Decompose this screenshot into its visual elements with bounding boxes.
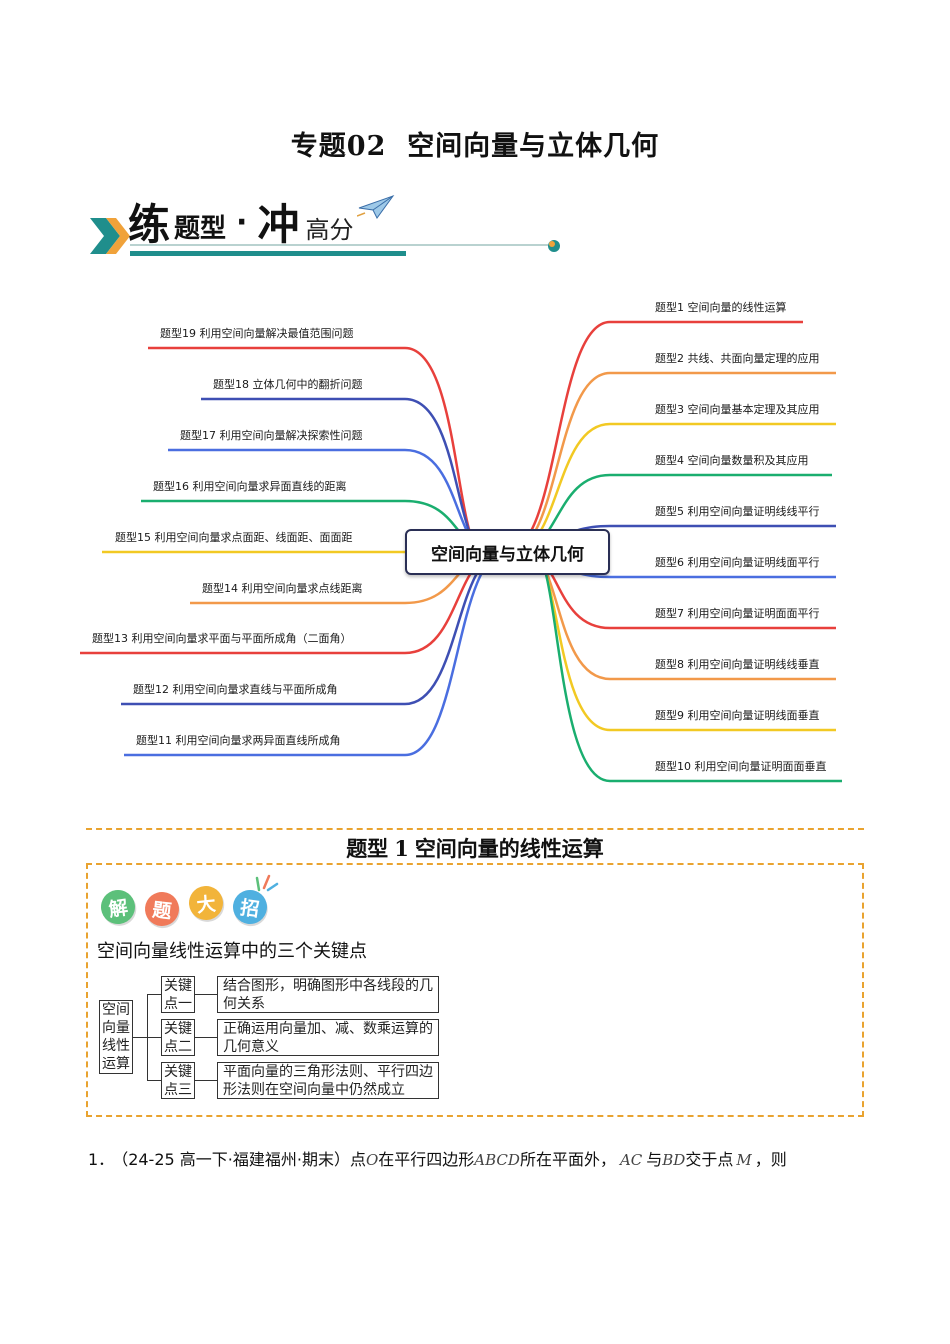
math-M: M	[736, 1151, 752, 1169]
mindmap-right-item: 题型9 利用空间向量证明线面垂直	[655, 709, 820, 722]
title-prefix: 专题	[290, 131, 347, 162]
banner-char2: 冲	[257, 200, 300, 249]
diagram-root: 空间向量线性运算	[99, 1000, 133, 1074]
mindmap-branches	[80, 320, 842, 783]
diagram-key-text: 正确运用向量加、减、数乘运算的几何意义	[217, 1019, 439, 1056]
diagram-key-text: 结合图形，明确图形中各线段的几何关系	[217, 976, 439, 1013]
diagram-connector	[147, 994, 161, 995]
diagram-connector	[147, 1037, 161, 1038]
paper-plane-icon	[357, 194, 395, 219]
section-text: 空间向量的线性运算	[414, 837, 604, 861]
mindmap-center: 空间向量与立体几何	[405, 529, 610, 575]
tips-heading: 空间向量线性运算中的三个关键点	[97, 941, 367, 962]
banner-graphic	[90, 218, 560, 256]
question-text: 与	[646, 1150, 663, 1169]
banner-dot: ·	[236, 205, 248, 240]
mindmap-right-item: 题型4 空间向量数量积及其应用	[655, 454, 809, 467]
question-text: 在平行四边形	[378, 1150, 475, 1169]
question-source: （24-25 高一下·福建福州·期末）	[120, 1150, 350, 1169]
mindmap-right-item: 题型10 利用空间向量证明面面垂直	[655, 760, 827, 773]
mindmap-left-item: 题型16 利用空间向量求异面直线的距离	[153, 480, 347, 493]
page-title: 专题02 空间向量与立体几何	[0, 124, 950, 163]
mindmap-right-item: 题型5 利用空间向量证明线线平行	[655, 505, 820, 518]
mindmap-right-item: 题型1 空间向量的线性运算	[655, 301, 787, 314]
diagram-connector	[195, 1037, 217, 1038]
mindmap-left-item: 题型15 利用空间向量求点面距、线面距、面面距	[115, 531, 353, 544]
banner-word1: 题型	[174, 214, 227, 244]
mindmap-left-item: 题型14 利用空间向量求点线距离	[202, 582, 363, 595]
mindmap-left-item: 题型12 利用空间向量求直线与平面所成角	[133, 683, 338, 696]
diagram-key-text: 平面向量的三角形法则、平行四边形法则在空间向量中仍然成立	[217, 1062, 439, 1099]
tips-box	[86, 863, 864, 1117]
mindmap-right-item: 题型6 利用空间向量证明线面平行	[655, 556, 820, 569]
mindmap-right-item: 题型3 空间向量基本定理及其应用	[655, 403, 820, 416]
banner: 练 题型 · 冲 高分	[128, 186, 395, 246]
title-text: 空间向量与立体几何	[407, 131, 660, 162]
mindmap-left-item: 题型11 利用空间向量求两异面直线所成角	[136, 734, 341, 747]
question-text: 交于点	[685, 1150, 734, 1169]
mindmap-right-item: 题型8 利用空间向量证明线线垂直	[655, 658, 820, 671]
diagram-connector	[195, 1080, 217, 1081]
question-number: 1．	[88, 1150, 115, 1169]
diagram-key-label: 关键点三	[161, 1062, 195, 1099]
mindmap-left-item: 题型13 利用空间向量求平面与平面所成角（二面角）	[92, 632, 352, 645]
title-number: 02	[346, 131, 387, 162]
section-number: 1	[394, 836, 409, 861]
math-O: O	[365, 1151, 379, 1169]
diagram-key-label: 关键点二	[161, 1019, 195, 1056]
mindmap-left-item: 题型18 立体几何中的翻折问题	[213, 378, 363, 391]
question-text: 点	[349, 1150, 366, 1169]
math-BD: BD	[662, 1151, 686, 1169]
section-divider	[86, 828, 864, 830]
banner-char1: 练	[128, 200, 171, 249]
math-ABCD: ABCD	[474, 1151, 520, 1169]
math-AC: AC	[619, 1151, 643, 1169]
mindmap-right-item: 题型7 利用空间向量证明面面平行	[655, 607, 820, 620]
diagram-connector	[195, 994, 217, 995]
mindmap-left-item: 题型19 利用空间向量解决最值范围问题	[160, 327, 354, 340]
diagram-key-label: 关键点一	[161, 976, 195, 1013]
question-1: 1． （24-25 高一下·福建福州·期末）点O在平行四边形ABCD所在平面外，A…	[88, 1146, 787, 1170]
question-text: ，则	[754, 1150, 787, 1169]
question-text: 所在平面外，	[519, 1150, 616, 1169]
mindmap-left-item: 题型17 利用空间向量解决探索性问题	[180, 429, 363, 442]
mindmap-right-item: 题型2 共线、共面向量定理的应用	[655, 352, 820, 365]
sparkle-icon	[255, 874, 279, 892]
diagram-connector	[133, 1037, 147, 1038]
mindmap-branch-right	[530, 550, 836, 732]
diagram-connector	[147, 1080, 161, 1081]
banner-word2: 高分	[305, 216, 354, 244]
section-prefix: 题型	[346, 837, 389, 861]
